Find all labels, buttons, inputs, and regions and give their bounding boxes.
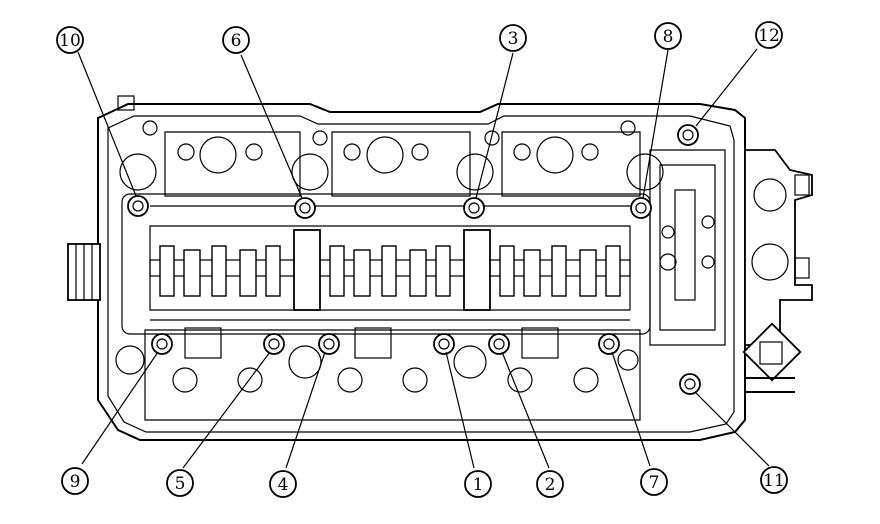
callout-3: 3 [499,24,527,52]
callouts: 10 6 3 8 12 9 5 4 [56,21,788,498]
callout-2-label: 2 [545,475,556,495]
bolt-3 [463,197,485,219]
callout-7: 7 [640,468,668,496]
callout-6-label: 6 [231,31,242,51]
callout-4: 4 [269,470,297,498]
callout-1: 1 [464,470,492,498]
callout-9: 9 [61,467,89,495]
bolt-2 [488,333,510,355]
callout-12-label: 12 [758,26,780,46]
cylinder-head-body [67,95,746,441]
callout-11-label: 11 [763,471,785,491]
callout-3-label: 3 [508,29,519,49]
bolt-4 [318,333,340,355]
bolt-10 [127,195,149,217]
callout-1-label: 1 [473,475,484,495]
bolt-12 [677,124,699,146]
lower-ports [115,327,641,421]
timing-side-housing [649,149,813,393]
bolt-7 [598,333,620,355]
callout-10-label: 10 [59,31,81,51]
callout-11: 11 [760,466,788,494]
camshaft-bay [121,193,651,335]
callout-10: 10 [56,26,84,54]
callout-5-label: 5 [175,474,186,494]
bolt-8 [630,197,652,219]
callout-4-label: 4 [278,475,289,495]
camshaft [149,245,631,297]
leader-lines [77,48,770,469]
bolt-1 [433,333,455,355]
callout-8-label: 8 [663,27,674,47]
bolt-6 [294,197,316,219]
callout-6: 6 [222,26,250,54]
head-bolts [127,124,701,395]
callout-9-label: 9 [70,472,81,492]
callout-7-label: 7 [649,473,660,493]
bolt-9 [151,333,173,355]
callout-8: 8 [654,22,682,50]
callout-5: 5 [166,469,194,497]
bolt-11 [679,373,701,395]
callout-2: 2 [536,470,564,498]
bolt-5 [263,333,285,355]
callout-12: 12 [755,21,783,49]
upper-valve-pockets [119,120,664,197]
